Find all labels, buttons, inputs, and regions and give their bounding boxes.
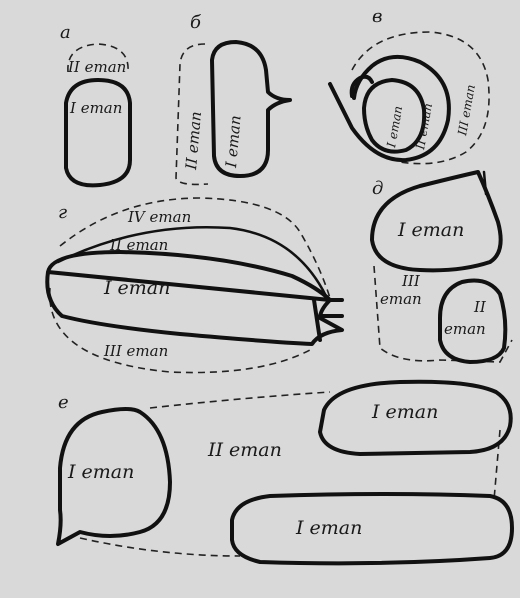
panel-d: д I етап III етап II етап <box>370 170 513 364</box>
panel-g: г IV етап II етап I етап III етап <box>45 197 344 374</box>
panel-a-stage1-shape <box>64 78 132 188</box>
panel-v-label-stage3: III етап <box>455 83 478 137</box>
panel-d-label-stage2-word: етап <box>444 320 486 338</box>
panel-e-letter: е <box>58 392 69 413</box>
panel-g-label-stage3: III етап <box>103 342 168 360</box>
panel-g-stage2-line <box>56 225 328 298</box>
panel-v-stage3-outline <box>351 31 490 165</box>
panel-a: а II етап I етап <box>60 22 132 188</box>
panel-d-stage1-shape <box>370 170 503 273</box>
panel-g-stage4-outline <box>59 197 331 299</box>
panel-e-bottom-dash <box>79 537 241 557</box>
panel-g-label-stage1: I етап <box>103 277 170 299</box>
panel-g-notch <box>312 298 344 342</box>
panel-v-letter: в <box>372 6 382 27</box>
panel-b: б II етап I етап <box>175 12 292 186</box>
panel-e-label-stage1-bottom: I етап <box>295 517 362 539</box>
panel-d-label-stage2-num: II <box>473 298 487 316</box>
panel-d-label-stage3-word: етап <box>380 290 422 308</box>
panel-b-label-stage2: II етап <box>182 111 205 172</box>
panel-d-label-stage1: I етап <box>397 219 464 241</box>
panel-b-stage1-shape <box>210 40 292 178</box>
panel-v-stage2-shape <box>328 54 451 163</box>
panel-v-hook <box>349 74 374 98</box>
panel-e-stage1-top-right <box>318 379 513 456</box>
panel-a-letter: а <box>60 22 71 43</box>
panel-g-stage3-outline <box>49 287 311 374</box>
panel-g-letter: г <box>58 202 67 223</box>
panel-v-label-stage2: II етап <box>413 102 435 151</box>
panel-g-stage1-shape <box>45 250 344 346</box>
panel-v-stage1-shape <box>362 78 427 154</box>
panel-b-letter: б <box>190 12 202 33</box>
panel-e-stage1-bottom-right <box>230 492 514 566</box>
panel-a-label-stage2: II етап <box>67 58 126 76</box>
panel-d-stage2-shape <box>438 278 508 364</box>
panel-e: е I етап II етап I етап I етап <box>56 379 514 566</box>
panel-v-label-stage1: I етап <box>384 105 405 150</box>
panel-g-label-stage4: IV етап <box>127 208 191 226</box>
panel-e-label-stage1-top: I етап <box>371 401 438 423</box>
panel-b-label-stage1: I етап <box>222 115 245 170</box>
panel-a-label-stage1: I етап <box>69 99 122 117</box>
panel-a-stage2-outline <box>67 43 129 73</box>
panel-d-stage3-outline <box>373 265 513 363</box>
panel-b-stage2-outline <box>175 43 209 186</box>
panel-d-stem <box>482 170 488 196</box>
panel-e-stage1-left <box>56 407 172 546</box>
panel-d-letter: д <box>372 178 383 199</box>
panel-e-label-stage1-left: I етап <box>67 461 134 483</box>
panel-e-label-stage2: II етап <box>207 439 282 461</box>
panel-d-label-stage3-num: III <box>401 272 421 290</box>
panel-e-top-dash <box>149 391 331 409</box>
panel-g-label-stage2: II етап <box>109 236 168 254</box>
panel-v: в I етап II етап III етап <box>328 6 490 165</box>
